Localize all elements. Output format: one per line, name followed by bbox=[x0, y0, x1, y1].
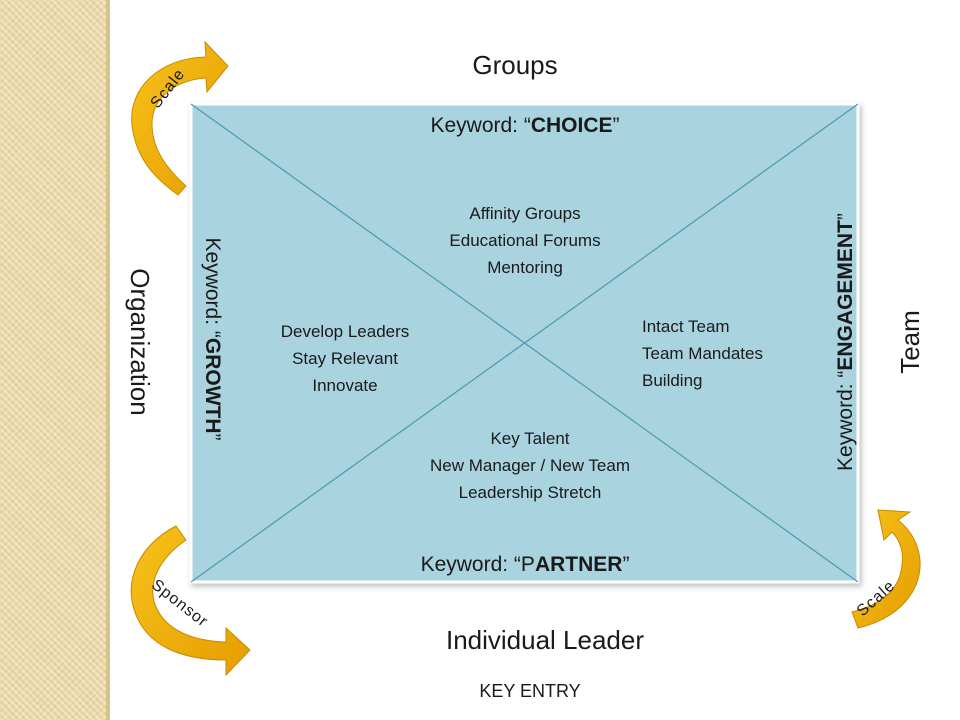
scale-arrow-top-left bbox=[131, 40, 229, 196]
groups-label: Groups bbox=[472, 50, 558, 80]
keyword-top-prefix: Keyword: “ bbox=[430, 114, 531, 137]
keyword-top: Keyword: “CHOICE” bbox=[330, 114, 720, 138]
scale-arrow-bottom-right bbox=[851, 509, 921, 629]
sponsor-arrow-bottom-left bbox=[130, 525, 251, 677]
keyword-right-prefix: Keyword: “ bbox=[834, 370, 857, 471]
list-item: Stay Relevant bbox=[292, 349, 398, 368]
textured-side-strip bbox=[0, 0, 106, 720]
keyword-bottom-word: ARTNER bbox=[534, 553, 623, 576]
keyword-right-word: ENGAGEMENT bbox=[834, 220, 857, 371]
keyword-bottom-suffix: ” bbox=[622, 553, 630, 576]
list-item: Intact Team bbox=[642, 317, 730, 336]
organization-label: Organization bbox=[125, 268, 155, 416]
keyword-right: Keyword: “ENGAGEMENT” bbox=[831, 157, 861, 527]
list-item: Mentoring bbox=[487, 258, 563, 277]
list-item: Team Mandates bbox=[642, 344, 763, 363]
keyword-bottom-prefix: Keyword: “P bbox=[420, 553, 535, 576]
keyword-left-prefix: Keyword: “ bbox=[201, 237, 224, 338]
team-label: Team bbox=[895, 310, 925, 374]
list-item: Innovate bbox=[312, 376, 378, 395]
quadrant-left-list: Develop Leaders Stay Relevant Innovate bbox=[240, 318, 450, 399]
quadrant-right-list: Intact Team Team Mandates Building bbox=[642, 313, 822, 394]
list-item: Develop Leaders bbox=[280, 322, 410, 341]
keyword-bottom: Keyword: “PARTNER” bbox=[330, 553, 720, 577]
keyword-left-word: GROWTH bbox=[201, 337, 224, 434]
keyword-right-suffix: ” bbox=[834, 213, 857, 221]
list-item: Affinity Groups bbox=[469, 204, 581, 223]
list-item: Key Talent bbox=[490, 429, 570, 448]
keyword-top-word: CHOICE bbox=[530, 114, 613, 137]
keyword-top-suffix: ” bbox=[612, 114, 620, 137]
list-item: Leadership Stretch bbox=[458, 483, 602, 502]
footer-label: KEY ENTRY bbox=[479, 681, 581, 701]
diagonal-line-2 bbox=[190, 103, 859, 583]
individual-leader-label: Individual Leader bbox=[445, 625, 645, 655]
list-item: Educational Forums bbox=[449, 231, 601, 250]
list-item: Building bbox=[642, 371, 703, 390]
keyword-left-suffix: ” bbox=[201, 433, 224, 441]
quadrant-bottom-list: Key Talent New Manager / New Team Leader… bbox=[380, 425, 680, 506]
list-item: New Manager / New Team bbox=[430, 456, 630, 475]
keyword-left: Keyword: “GROWTH” bbox=[197, 189, 227, 489]
quadrant-top-list: Affinity Groups Educational Forums Mento… bbox=[400, 200, 650, 281]
side-strip-edge bbox=[106, 0, 110, 720]
